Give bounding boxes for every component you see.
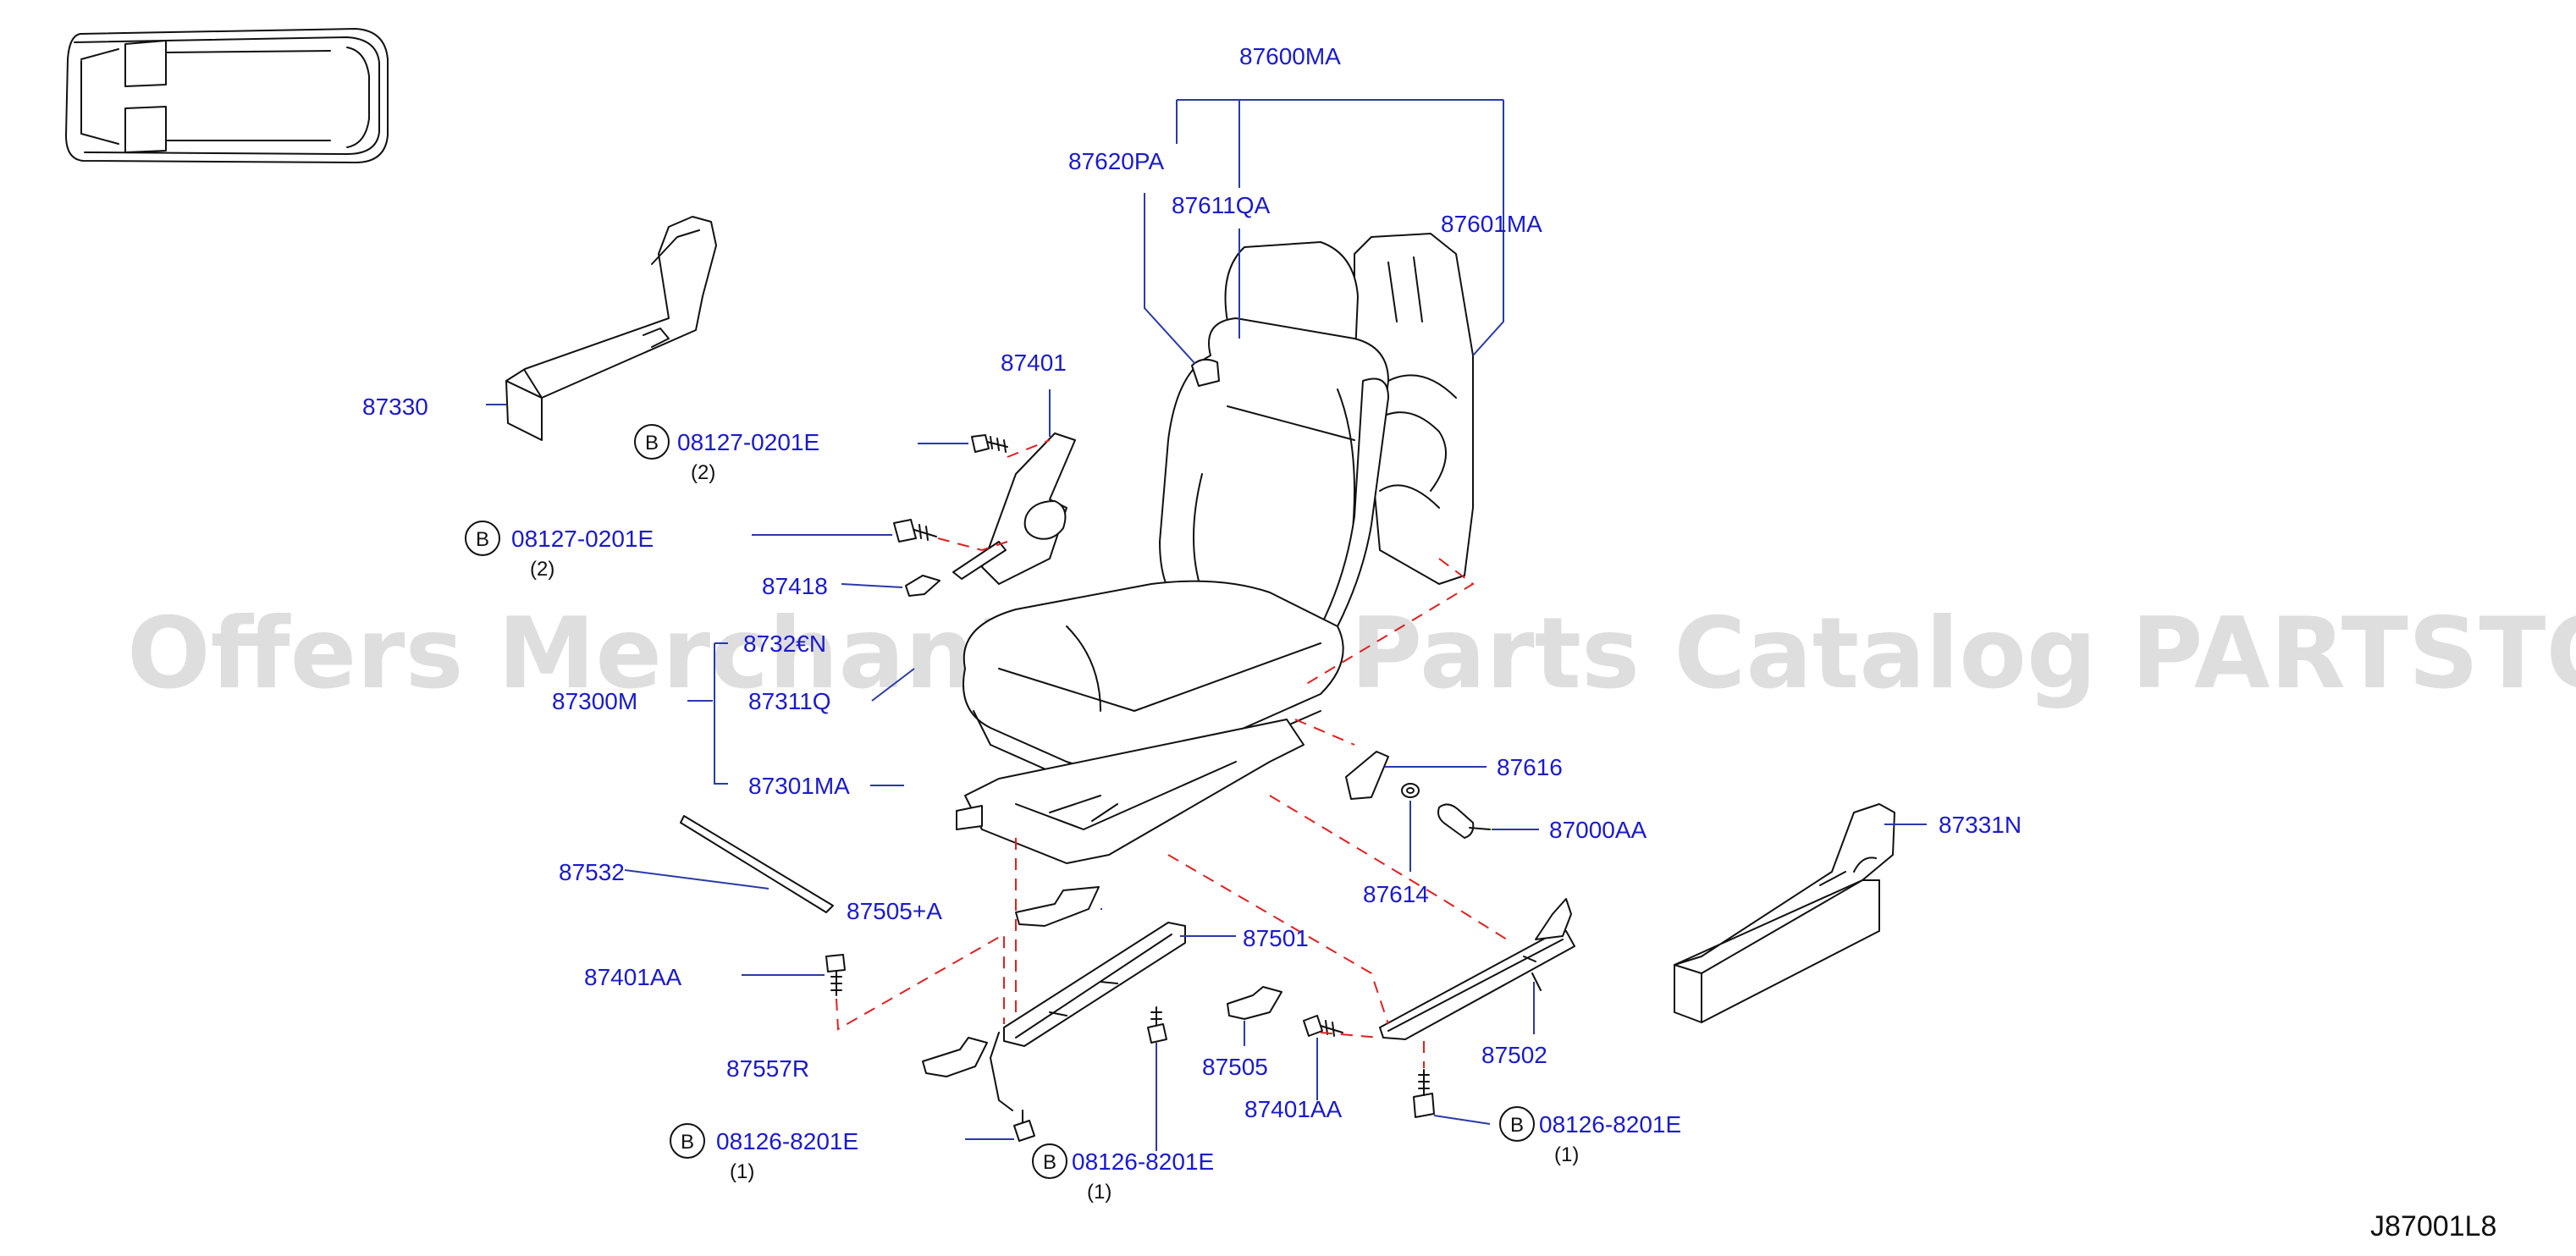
label-bolt-08126-center[interactable]: 08126-8201E <box>1072 1149 1214 1175</box>
slide-lever <box>990 1032 1013 1111</box>
bolt-marker-b1: B <box>634 424 670 460</box>
leader-lines <box>486 99 1927 1151</box>
part-87616-bracket <box>1345 751 1389 800</box>
part-87614-washer <box>1401 783 1420 798</box>
bolt-08126-center <box>1147 1006 1167 1044</box>
part-87505-cap <box>1227 986 1282 1020</box>
label-87330[interactable]: 87330 <box>362 394 428 420</box>
qty-bolt-08126-left: (1) <box>730 1160 754 1183</box>
label-87505[interactable]: 87505 <box>1202 1054 1268 1080</box>
part-87502-slide-rail <box>1379 898 1575 1040</box>
label-87501[interactable]: 87501 <box>1243 925 1309 951</box>
label-87300M[interactable]: 87300M <box>552 688 637 714</box>
label-87502[interactable]: 87502 <box>1481 1042 1547 1068</box>
part-87000AA-knob <box>1437 803 1491 839</box>
qty-bolt-08126-right: (1) <box>1554 1143 1579 1166</box>
label-bolt-08127-lower[interactable]: 08127-0201E <box>511 526 654 552</box>
label-87614[interactable]: 87614 <box>1363 881 1429 907</box>
part-87501-slide-rail <box>990 922 1186 1111</box>
bolt-marker-b5: B <box>1499 1106 1535 1142</box>
part-87532-strip <box>680 815 834 913</box>
bolt-87401AA-right <box>1303 1015 1343 1037</box>
svg-text:B: B <box>645 432 659 454</box>
watermark: Offers Merchant Auto Parts Catalog PARTS… <box>127 597 2576 711</box>
diagram-code: J87001L8 <box>2370 1210 2496 1242</box>
label-87557R[interactable]: 87557R <box>726 1055 809 1082</box>
label-87600MA[interactable]: 87600MA <box>1239 43 1341 69</box>
qty-bolt-08127-lower: (2) <box>530 558 554 581</box>
label-87401AA-right[interactable]: 87401AA <box>1244 1096 1343 1122</box>
bolt-08126-left <box>1013 1110 1035 1142</box>
part-87557R-cap <box>922 1037 988 1077</box>
bolt-08127-upper <box>971 434 1008 453</box>
qty-bolt-08126-center: (1) <box>1087 1181 1111 1204</box>
part-87401-recliner <box>905 432 1076 597</box>
label-87301MA[interactable]: 87301MA <box>748 773 850 799</box>
label-bolt-08126-right[interactable]: 08126-8201E <box>1539 1111 1681 1138</box>
label-87311Q[interactable]: 87311Q <box>748 688 831 714</box>
label-87401[interactable]: 87401 <box>1001 350 1067 376</box>
svg-text:B: B <box>1043 1151 1056 1174</box>
svg-text:B: B <box>1510 1114 1524 1137</box>
part-87505A-cap <box>1015 886 1100 927</box>
label-87331N[interactable]: 87331N <box>1939 812 2022 838</box>
svg-text:B: B <box>681 1131 694 1154</box>
seat-back-assembly <box>1159 241 1389 644</box>
label-87601MA[interactable]: 87601MA <box>1441 211 1542 237</box>
label-bolt-08127-upper[interactable]: 08127-0201E <box>677 429 819 455</box>
label-8732xN[interactable]: 8732€N <box>743 631 826 657</box>
label-87620PA[interactable]: 87620PA <box>1068 148 1164 174</box>
assembly-dash-lines <box>836 439 1508 1068</box>
bolt-08126-right <box>1413 1069 1435 1118</box>
qty-bolt-08127-upper: (2) <box>691 461 715 484</box>
bolt-08127-lower <box>893 519 937 543</box>
part-87331N-side-cover <box>1674 803 1895 1023</box>
bolt-87401AA-left <box>825 954 846 996</box>
label-87611QA[interactable]: 87611QA <box>1172 192 1271 218</box>
label-87532[interactable]: 87532 <box>559 859 625 885</box>
bolt-marker-b4: B <box>1032 1143 1067 1179</box>
label-87505A[interactable]: 87505+A <box>847 898 942 924</box>
part-87330-side-cover <box>505 216 717 441</box>
label-87616[interactable]: 87616 <box>1497 754 1563 780</box>
label-bolt-08126-left[interactable]: 08126-8201E <box>716 1128 858 1154</box>
svg-text:B: B <box>476 528 489 551</box>
label-87418[interactable]: 87418 <box>762 573 828 599</box>
label-87000AA[interactable]: 87000AA <box>1549 817 1647 843</box>
car-position-icon <box>65 28 389 163</box>
part-87418-knob <box>905 575 940 597</box>
bolt-marker-b2: B <box>465 521 500 556</box>
bolt-marker-b3: B <box>670 1123 705 1159</box>
label-87401AA-left[interactable]: 87401AA <box>584 964 682 990</box>
seat-cushion-assembly <box>956 580 1344 864</box>
